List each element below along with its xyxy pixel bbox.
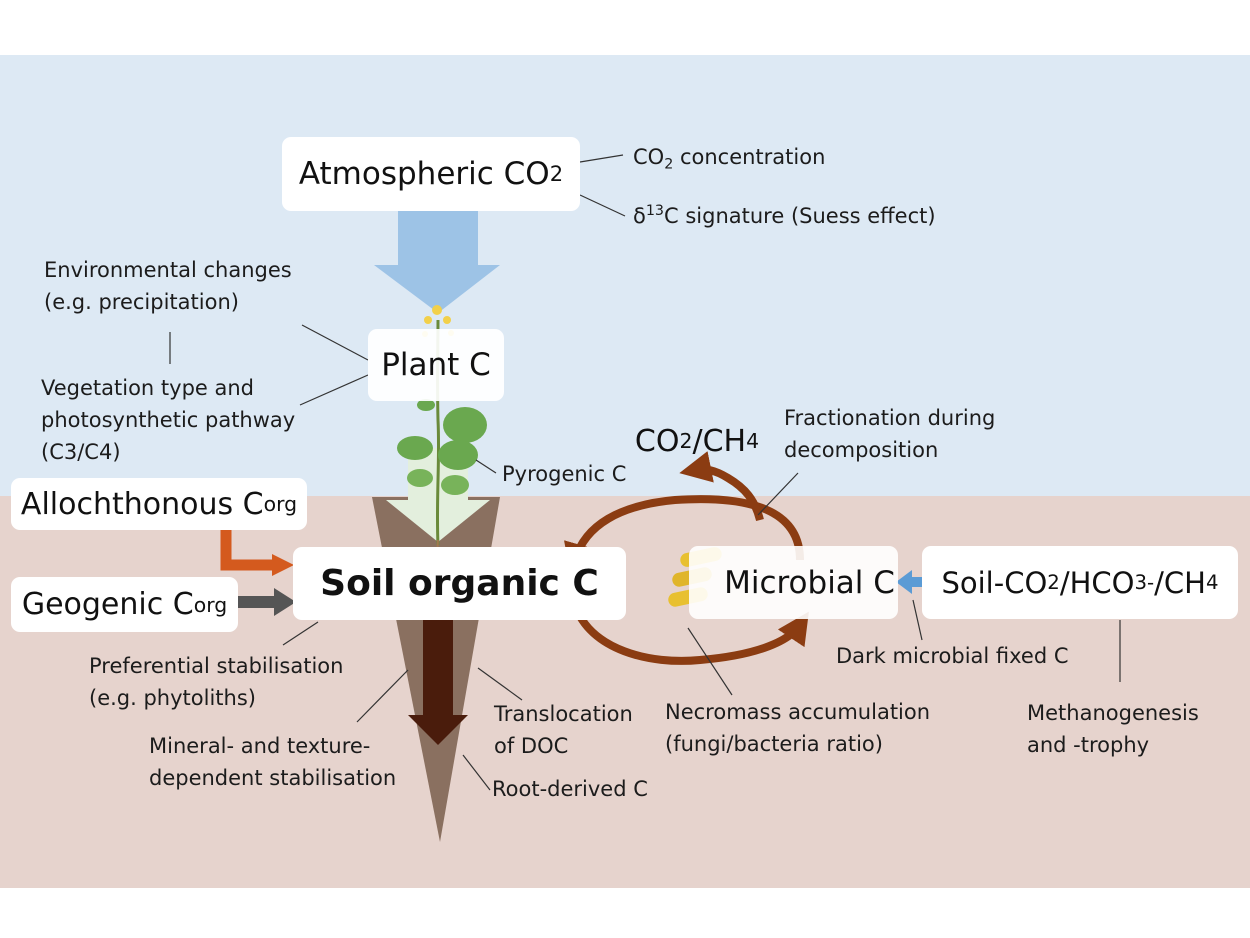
label-mineral-line-2: dependent stabilisation [149, 766, 397, 790]
plant-c-text: Plant C [381, 347, 491, 383]
label-d13c-signature: δ13C signature (Suess effect) [633, 200, 936, 232]
plant-leaf [443, 407, 487, 443]
connector-fractionation [757, 472, 799, 516]
connector-root [462, 754, 491, 791]
connector-dark-fixed [912, 599, 923, 641]
allochthonous-arrowhead [272, 554, 294, 576]
label-environmental-changes: Environmental changes (e.g. precipitatio… [44, 254, 292, 318]
cycle-arrow-top [564, 495, 804, 576]
plant-leaf [417, 399, 435, 411]
connector-co2-conc [579, 154, 624, 163]
plant-leaf [438, 440, 478, 470]
label-co2-co: CO [633, 145, 665, 169]
label-necromass-line-1: Necromass accumulation [665, 700, 931, 724]
label-pyrogenic-text: Pyrogenic C [502, 462, 627, 486]
label-vegetation-type: Vegetation type and photosynthetic pathw… [41, 372, 295, 468]
label-methano-line-2: and -trophy [1027, 733, 1150, 757]
label-preferential-line-1: Preferential stabilisation [89, 654, 344, 678]
label-preferential-line-2: (e.g. phytoliths) [89, 686, 256, 710]
label-d13c-sup: 13 [645, 203, 665, 220]
label-necromass-accumulation: Necromass accumulation (fungi/bacteria r… [665, 696, 930, 760]
label-pyrogenic-c: Pyrogenic C [502, 458, 626, 490]
label-dark-microbial-fixed: Dark microbial fixed C [836, 640, 1069, 672]
fix-arrowhead [896, 570, 912, 594]
connector-translocation [477, 667, 523, 701]
plant-leaf [441, 475, 469, 495]
label-methanogenesis: Methanogenesis and -trophy [1027, 697, 1199, 761]
geogenic-text: Geogenic C [21, 587, 194, 622]
label-mineral-stabilisation: Mineral- and texture- dependent stabilis… [149, 730, 396, 794]
connector-lines [169, 154, 1121, 791]
label-root-derived-text: Root-derived C [492, 777, 648, 801]
label-root-derived-c: Root-derived C [492, 773, 648, 805]
label-necromass-line-2: (fungi/bacteria ratio) [665, 732, 883, 756]
co2-ch4-p2: /CH [692, 423, 747, 459]
translocation-arrow [408, 620, 468, 745]
label-translocation-line-1: Translocation [494, 702, 633, 726]
sky-background [0, 55, 1250, 496]
co2-uptake-arrow [374, 210, 500, 313]
connector-d13c [579, 194, 626, 217]
allochthonous-text: Allochthonous C [20, 486, 264, 522]
geogenic-arrow [238, 596, 276, 608]
soil-organic-c-box: Soil organic C [293, 547, 626, 620]
connector-env-plant [301, 324, 369, 361]
plant-leaf [407, 469, 433, 487]
connector-veg-plant [299, 374, 369, 406]
co2-ch4-p1: CO [634, 423, 680, 459]
co2-release-arrow [679, 451, 764, 522]
atmospheric-co2-text: Atmospheric CO [298, 156, 550, 192]
geogenic-arrowhead [274, 588, 296, 616]
microbial-c-box: Microbial C [689, 546, 898, 619]
label-env-line-1: Environmental changes [44, 258, 292, 282]
label-veg-line-2: photosynthetic pathway [41, 408, 296, 432]
connector-pyrogenic [475, 459, 497, 474]
soil-co2-p2: /HCO [1059, 565, 1135, 600]
label-fractionation: Fractionation during decomposition [784, 402, 995, 466]
allochthonous-arrow [220, 530, 274, 571]
label-fractionation-line-1: Fractionation during [784, 406, 996, 430]
label-dark-fixed-text: Dark microbial fixed C [836, 644, 1069, 668]
label-preferential-stabilisation: Preferential stabilisation (e.g. phytoli… [89, 650, 343, 714]
plant-flower [443, 316, 451, 324]
connector-preferential [282, 621, 319, 646]
label-translocation-doc: Translocation of DOC [494, 698, 633, 762]
label-co2-sub: 2 [664, 156, 674, 173]
connector-mineral [356, 669, 409, 723]
connector-necromass [687, 627, 733, 696]
soil-co2-p1: Soil-CO [941, 565, 1048, 600]
label-fractionation-line-2: decomposition [784, 438, 939, 462]
label-mineral-line-1: Mineral- and texture- [149, 734, 371, 758]
label-methano-line-1: Methanogenesis [1027, 701, 1199, 725]
plant-leaf [397, 436, 433, 460]
label-d13c-text: C signature (Suess effect) [664, 204, 936, 228]
plant-flower [424, 316, 432, 324]
fix-arrow [910, 577, 924, 587]
label-env-line-2: (e.g. precipitation) [44, 290, 239, 314]
plant-flower [432, 305, 442, 315]
plant-c-box: Plant C [368, 329, 504, 401]
soil-organic-c-text: Soil organic C [320, 563, 599, 604]
label-d13c-delta: δ [633, 204, 646, 228]
label-veg-line-3: (C3/C4) [41, 440, 121, 464]
soil-co2-p3: /CH [1154, 565, 1206, 600]
label-co2-concentration: CO2 concentration [633, 141, 825, 173]
label-translocation-line-2: of DOC [494, 734, 569, 758]
label-veg-line-1: Vegetation type and [41, 376, 255, 400]
label-co2-text: concentration [673, 145, 826, 169]
cycle-arrow-bottom [571, 603, 809, 665]
microbial-c-text: Microbial C [724, 564, 895, 601]
